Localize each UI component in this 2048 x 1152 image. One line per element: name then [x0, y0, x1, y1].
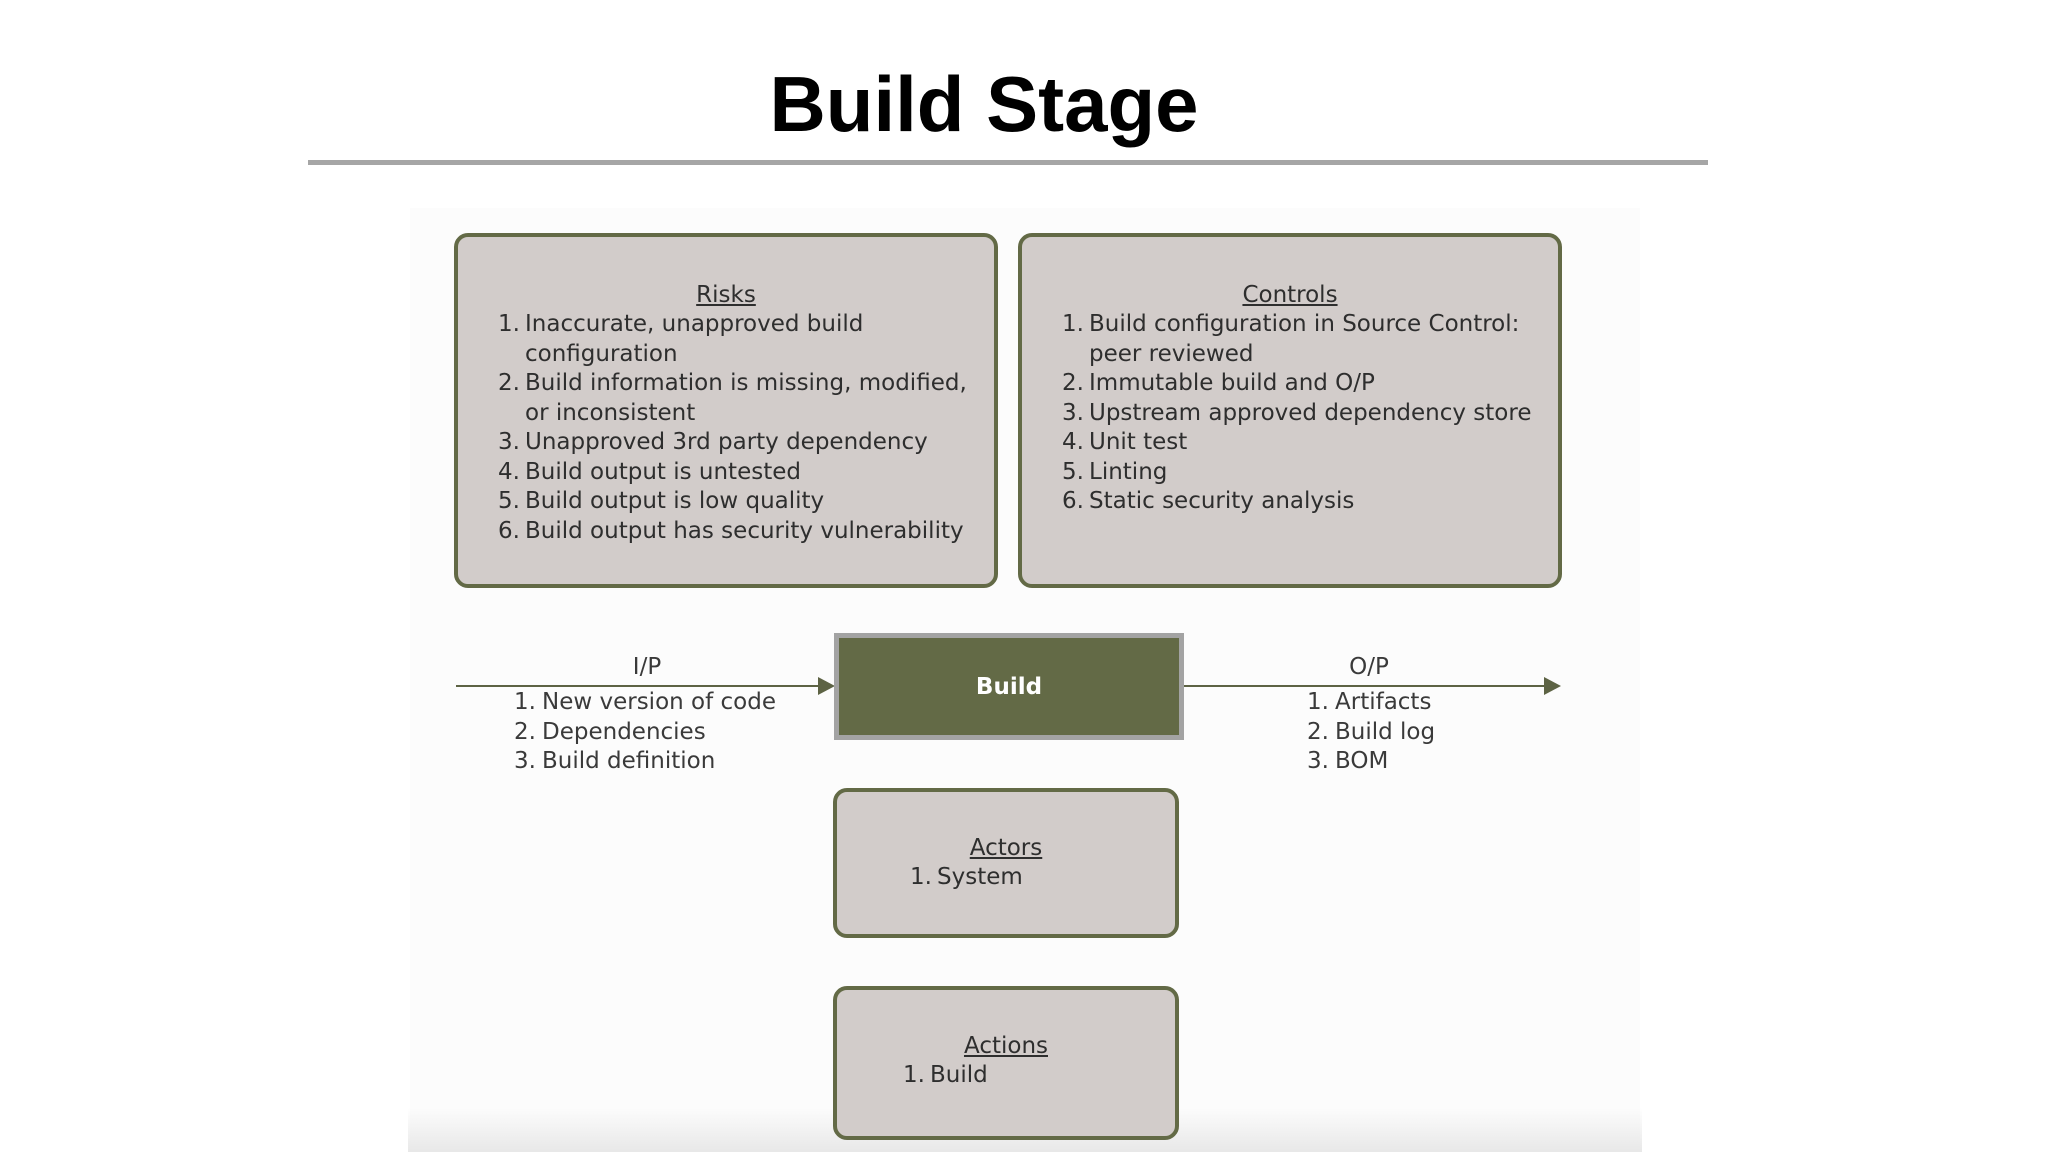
- actors-list: 1.System: [910, 863, 1175, 893]
- build-stage-box: Build: [834, 633, 1184, 740]
- item-text: Immutable build and O/P: [1089, 370, 1375, 396]
- output-list: 1.Artifacts 2.Build log 3.BOM: [1307, 688, 1435, 777]
- item-text: Build configuration in Source Control: p…: [1089, 311, 1520, 367]
- list-item: 4.Build output is untested: [498, 458, 978, 488]
- item-number: 3.: [498, 429, 520, 455]
- item-number: 1.: [903, 1062, 925, 1088]
- build-label: Build: [975, 673, 1043, 700]
- item-number: 6.: [498, 517, 520, 544]
- list-item: 2.Build information is missing, modified…: [498, 369, 978, 428]
- list-item: 5.Linting: [1062, 458, 1542, 488]
- list-item: 1.Inaccurate, unapproved build configura…: [498, 310, 978, 369]
- item-text: Build definition: [542, 748, 716, 774]
- input-label: I/P: [632, 654, 662, 680]
- list-item: 1.Build configuration in Source Control:…: [1062, 310, 1542, 369]
- item-text: Linting: [1089, 458, 1168, 485]
- item-number: 5.: [498, 488, 520, 514]
- item-text: Build information is missing, modified, …: [525, 370, 967, 426]
- list-item: 6.Static security analysis: [1062, 487, 1542, 517]
- list-item: 6.Build output has security vulnerabilit…: [498, 517, 978, 547]
- page-title: Build Stage: [769, 60, 1199, 148]
- item-number: 5.: [1062, 458, 1084, 485]
- title-divider: [308, 160, 1708, 165]
- list-item: 5.Build output is low quality: [498, 487, 978, 517]
- controls-panel: Controls 1.Build configuration in Source…: [1018, 233, 1562, 588]
- actors-panel: Actors 1.System: [833, 788, 1179, 938]
- input-list: 1.New version of code 2.Dependencies 3.B…: [514, 688, 776, 777]
- actors-heading: Actors: [969, 835, 1043, 861]
- item-text: Build output is low quality: [525, 488, 825, 514]
- list-item: 1.System: [910, 863, 1175, 893]
- list-item: 3.BOM: [1307, 747, 1435, 777]
- item-number: 4.: [1062, 429, 1084, 455]
- item-number: 3.: [1307, 748, 1329, 774]
- item-text: BOM: [1335, 748, 1389, 774]
- output-label: O/P: [1349, 654, 1389, 680]
- controls-heading: Controls: [1242, 282, 1338, 308]
- list-item: 1.New version of code: [514, 688, 776, 718]
- item-text: Inaccurate, unapproved build configurati…: [525, 311, 864, 367]
- item-text: Upstream approved dependency store: [1089, 399, 1532, 426]
- item-number: 1.: [910, 864, 932, 890]
- output-arrowhead-icon: [1544, 677, 1561, 695]
- risks-list: 1.Inaccurate, unapproved build configura…: [498, 310, 978, 546]
- item-text: Artifacts: [1335, 689, 1432, 715]
- input-arrow-line: [456, 685, 818, 687]
- list-item: 1.Build: [903, 1061, 1175, 1091]
- list-item: 4.Unit test: [1062, 428, 1542, 458]
- item-text: Static security analysis: [1089, 488, 1355, 514]
- item-number: 1.: [1062, 311, 1084, 337]
- item-text: System: [937, 864, 1023, 890]
- actions-panel: Actions 1.Build: [833, 986, 1179, 1140]
- item-text: Build output is untested: [525, 458, 801, 485]
- list-item: 2.Immutable build and O/P: [1062, 369, 1542, 399]
- actions-list: 1.Build: [903, 1061, 1175, 1091]
- item-number: 6.: [1062, 488, 1084, 514]
- item-number: 1.: [498, 311, 520, 337]
- item-number: 2.: [1062, 370, 1084, 396]
- item-number: 2.: [1307, 718, 1329, 745]
- list-item: 3.Build definition: [514, 747, 776, 777]
- item-number: 1.: [1307, 689, 1329, 715]
- list-item: 2.Build log: [1307, 718, 1435, 748]
- item-text: Build log: [1335, 718, 1436, 745]
- item-text: Unit test: [1089, 429, 1188, 455]
- actions-heading: Actions: [963, 1033, 1048, 1059]
- item-text: Unapproved 3rd party dependency: [525, 429, 928, 455]
- item-number: 3.: [514, 748, 536, 774]
- item-text: Dependencies: [542, 718, 706, 745]
- item-number: 3.: [1062, 399, 1084, 426]
- list-item: 3.Unapproved 3rd party dependency: [498, 428, 978, 458]
- list-item: 3.Upstream approved dependency store: [1062, 399, 1542, 429]
- controls-list: 1.Build configuration in Source Control:…: [1062, 310, 1542, 517]
- list-item: 1.Artifacts: [1307, 688, 1435, 718]
- item-number: 1.: [514, 689, 536, 715]
- item-text: Build: [930, 1062, 988, 1088]
- item-number: 4.: [498, 458, 520, 485]
- list-item: 2.Dependencies: [514, 718, 776, 748]
- output-arrow-line: [1184, 685, 1546, 687]
- item-text: New version of code: [542, 689, 776, 715]
- risks-panel: Risks 1.Inaccurate, unapproved build con…: [454, 233, 998, 588]
- input-arrowhead-icon: [818, 677, 835, 695]
- item-number: 2.: [514, 718, 536, 745]
- item-number: 2.: [498, 370, 520, 396]
- risks-heading: Risks: [696, 282, 756, 308]
- item-text: Build output has security vulnerability: [525, 517, 964, 544]
